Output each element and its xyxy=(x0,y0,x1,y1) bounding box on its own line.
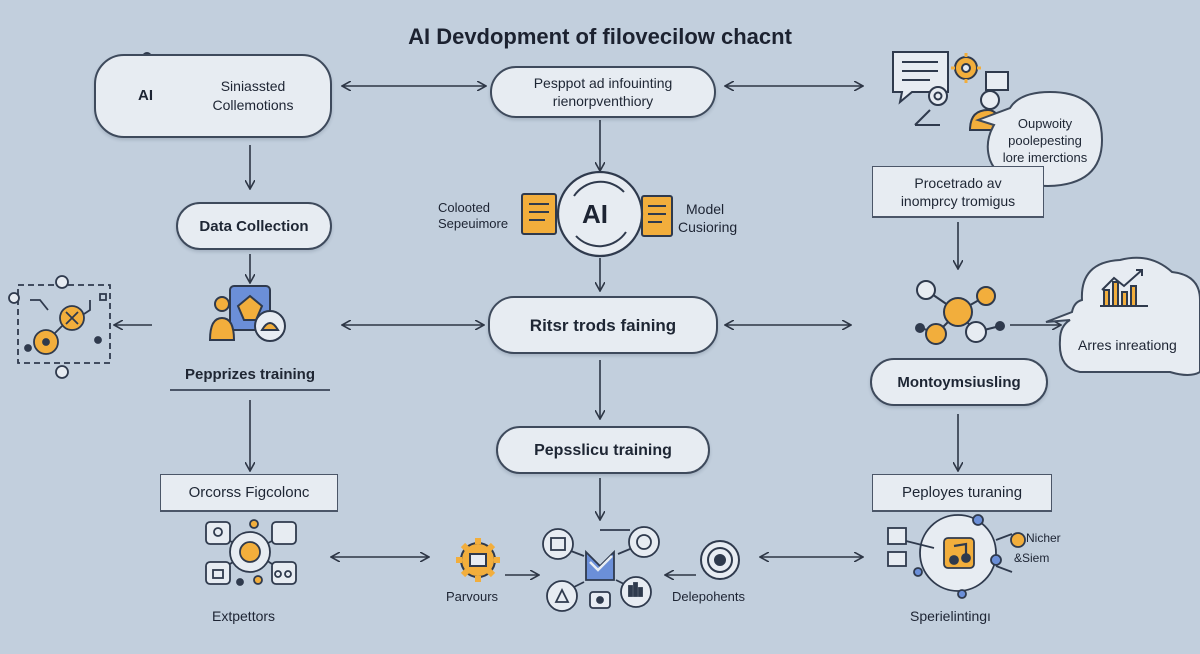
center-left-label-2: Sepeuimore xyxy=(438,216,509,231)
diagram-title: AI Devdopment of filovecilow chacnt xyxy=(408,24,792,49)
cloud-shape xyxy=(1045,256,1200,376)
node-procetrado-line1: Procetrado av xyxy=(914,174,1002,191)
label-sperielinting: Sperielintingı xyxy=(910,608,991,624)
label-nicher: Nicher xyxy=(1026,531,1061,545)
center-hub-icon xyxy=(542,526,660,612)
label-delepohents: Delepohents xyxy=(672,589,745,604)
node-peployes[interactable]: Peployes turaning xyxy=(872,474,1052,512)
label-extpettors: Extpettors xyxy=(212,608,276,624)
cloud-label: Arres inreationg xyxy=(1078,337,1177,353)
node-collemotions-line2: Collemotions xyxy=(212,97,294,113)
gear-icon xyxy=(456,538,500,582)
label-siem: &Siem xyxy=(1014,551,1050,565)
person-chat-icon xyxy=(208,285,286,342)
node-center-training-2-label: Pepsslicu training xyxy=(534,441,672,459)
bar-chart-icon xyxy=(1100,269,1148,307)
bubble-line3: lore imerctions xyxy=(1002,150,1088,165)
node-center-training[interactable]: Ritsr trods faining xyxy=(488,296,718,354)
center-right-label-1: Model xyxy=(686,201,725,217)
target-icon xyxy=(700,540,740,580)
node-procetrado-line2: inomprcy tromigus xyxy=(900,192,1016,209)
bubble-text: Oupwoity poolepesting lore imerctions xyxy=(990,115,1100,166)
connector-arrows xyxy=(115,86,1060,575)
document-gears-person-icon xyxy=(892,51,1009,131)
bottom-left-cluster-icon xyxy=(205,519,297,586)
center-ai-icon xyxy=(521,170,673,258)
center-ai-text: AI xyxy=(582,199,608,229)
node-data-collection[interactable]: Data Collection xyxy=(176,202,332,250)
node-monitoring[interactable]: Montoymsiusling xyxy=(870,358,1048,406)
node-data-collection-label: Data Collection xyxy=(199,217,309,235)
node-orcorss-label: Orcorss Figcolonc xyxy=(188,483,310,501)
speech-bubble xyxy=(974,90,1104,188)
label-parvours: Parvours xyxy=(446,589,499,604)
node-center-training-2[interactable]: Pepsslicu training xyxy=(496,426,710,474)
node-center-training-label: Ritsr trods faining xyxy=(529,315,677,335)
ai-network-icon-label: AI xyxy=(138,87,153,104)
bubble-line1: Oupwoity xyxy=(1017,116,1073,131)
network-schematic-icon xyxy=(8,275,111,379)
node-peployes-label: Peployes turaning xyxy=(901,483,1023,501)
node-collemotions[interactable] xyxy=(94,54,332,138)
node-orcorss[interactable]: Orcorss Figcolonc xyxy=(160,474,338,512)
center-right-label-2: Cusioring xyxy=(678,219,738,235)
bubble-line2: poolepesting xyxy=(1008,133,1082,148)
center-left-label-1: Colooted xyxy=(438,200,491,215)
node-prep-training[interactable]: Pepprizes training xyxy=(170,366,330,391)
node-pesppot-line1: Pesppot ad infouinting xyxy=(533,75,673,91)
node-pesppot[interactable]: Pesppot ad infouinting rienorpventhiory xyxy=(490,66,716,118)
node-pesppot-line2: rienorpventhiory xyxy=(552,93,654,109)
molecule-icon xyxy=(915,280,1005,345)
node-procetrado[interactable]: Procetrado av inomprcy tromigus xyxy=(872,166,1044,218)
node-monitoring-label: Montoymsiusling xyxy=(897,373,1021,391)
music-cluster-icon xyxy=(887,514,1026,599)
node-collemotions-line1: Siniassted xyxy=(220,78,286,94)
